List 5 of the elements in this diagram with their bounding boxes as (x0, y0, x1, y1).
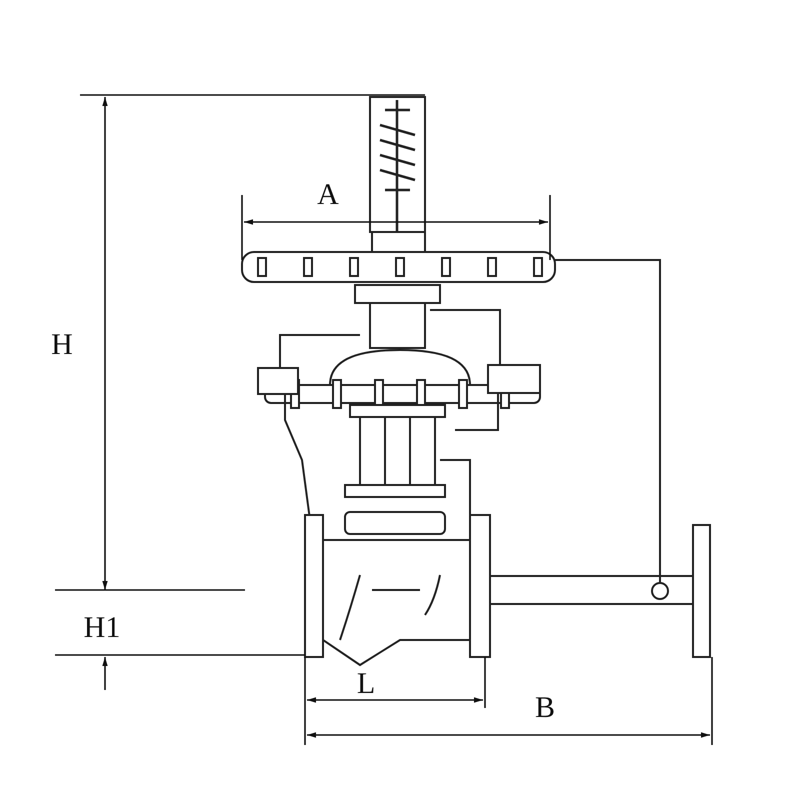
dimension-label: H1 (84, 613, 120, 643)
dimension-label: A (317, 180, 339, 210)
dimension-label: H (51, 330, 73, 360)
dimension-label: L (356, 669, 376, 699)
dimension-label: B (535, 693, 555, 723)
